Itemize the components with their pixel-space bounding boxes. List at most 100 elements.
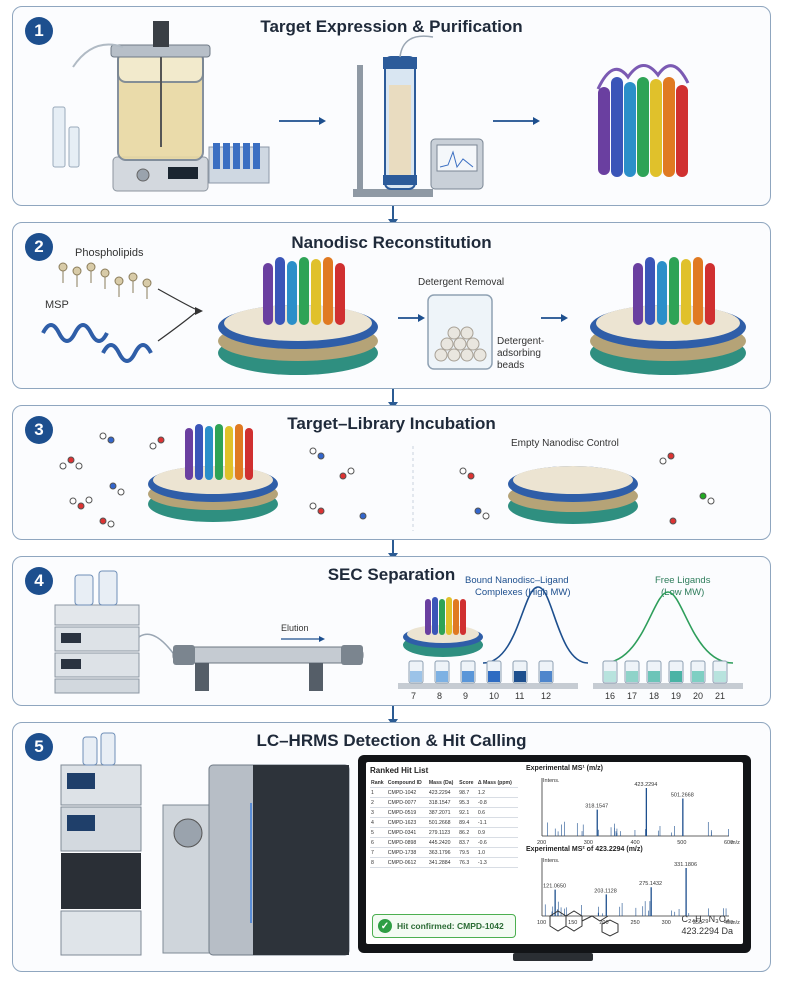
hplc-instrument-icon — [54, 570, 140, 694]
checkmark-icon: ✓ — [378, 919, 392, 933]
free-ligands-label-1: Free Ligands — [655, 575, 711, 586]
ms2-title: Experimental MS² of 423.2294 (m/z) — [526, 846, 643, 853]
detergent-removal-label: Detergent Removal — [418, 277, 505, 288]
fraction-liquid — [648, 671, 660, 682]
hit-confirmed-banner: ✓ Hit confirmed: CMPD-1042 — [372, 914, 516, 938]
nanodisc-with-protein-icon — [218, 257, 378, 375]
sec-column-icon — [138, 633, 364, 691]
panel-title: SEC Separation — [327, 565, 456, 584]
table-cell: 341.2884 — [427, 857, 459, 868]
empty-nanodisc-icon — [508, 466, 638, 524]
flow-connector — [388, 706, 398, 726]
nanodisc-with-protein-icon — [403, 597, 483, 657]
step-2-illustration — [41, 257, 746, 375]
table-cell: 445.2420 — [427, 837, 459, 848]
step-4-panel: 4 SEC Separation Elution Bound Nanodisc–… — [12, 556, 771, 706]
fraction-liquid — [410, 671, 422, 682]
tick-label: 400 — [631, 840, 640, 846]
chemical-structure-icon — [549, 910, 619, 937]
tick-label: 350 — [693, 920, 702, 924]
step-3-illustration — [59, 424, 715, 531]
table-cell: 98.7 — [458, 787, 477, 798]
table-cell: 423.2294 — [427, 787, 459, 798]
step-number-badge: 4 — [25, 567, 53, 595]
fraction-liquid — [604, 671, 616, 682]
step-3-panel: 3 Target–Library Incubation Empty Nanodi… — [12, 405, 771, 540]
elution-label: Elution — [281, 623, 309, 633]
bioreactor-icon — [52, 21, 211, 192]
table-cell: 279.1123 — [427, 827, 459, 838]
free-elution-peak — [602, 591, 734, 664]
hit-list-title: Ranked Hit List — [370, 766, 429, 775]
free-ligands-label-2: (Low MW) — [661, 587, 705, 598]
fraction-number: 21 — [715, 691, 726, 701]
panel-title: Target–Library Incubation — [287, 414, 496, 433]
fraction-liquid — [714, 671, 726, 682]
table-cell: 387.2071 — [427, 807, 459, 818]
fraction-liquid — [540, 671, 552, 682]
tick-label: 600 — [724, 840, 733, 846]
tick-label: 100 — [537, 920, 546, 924]
tick-label: 250 — [631, 920, 640, 924]
step-number-badge: 1 — [25, 17, 53, 45]
msp-helix-icon — [41, 323, 153, 363]
tick-label: 500 — [677, 840, 686, 846]
fraction-number: 10 — [489, 691, 500, 701]
column-header: Rank — [370, 778, 387, 788]
y-axis-label: Intens. — [543, 778, 560, 784]
msp-label: MSP — [45, 299, 69, 311]
table-cell: CMPD-0519 — [386, 807, 428, 818]
column-header: Compound ID — [386, 778, 428, 788]
table-cell: 501.2668 — [427, 817, 459, 828]
table-cell: CMPD-0077 — [386, 797, 428, 808]
tick-label: 200 — [537, 840, 546, 846]
fraction-tubes-right — [602, 660, 728, 684]
fraction-number: 9 — [463, 691, 469, 701]
formula-text: C₂₄H₂₉N₃O₄ — [681, 914, 730, 924]
hit-confirmed-text: Hit confirmed: CMPD-1042 — [397, 921, 504, 931]
column-header: Δ Mass (ppm) — [476, 778, 518, 788]
fraction-liquid — [670, 671, 682, 682]
table-cell: CMPD-1623 — [386, 817, 428, 828]
panel-title: Target Expression & Purification — [260, 17, 523, 36]
fraction-number: 16 — [605, 691, 616, 701]
table-cell: 3 — [370, 807, 387, 818]
table-cell: 2 — [370, 797, 387, 808]
bound-complex-label-1: Bound Nanodisc–Ligand — [465, 575, 569, 586]
peak-label: 203.1128 — [594, 888, 617, 894]
x-axis-label: m/z — [731, 840, 740, 846]
small-molecule-icons — [59, 432, 715, 528]
flow-connector — [388, 206, 398, 226]
beaker-beads-icon — [427, 294, 493, 370]
tick-label: 300 — [662, 920, 671, 924]
y-axis-label: Intens. — [543, 858, 560, 864]
fraction-number: 8 — [437, 691, 443, 701]
tick-label: 150 — [568, 920, 577, 924]
beads-label-3: beads — [497, 360, 525, 371]
table-cell: 89.4 — [458, 817, 477, 828]
table-cell: 92.1 — [458, 807, 477, 818]
peak-label: 331.1806 — [674, 862, 697, 868]
fraction-number: 7 — [411, 691, 417, 701]
table-cell: 363.1796 — [427, 847, 459, 858]
table-cell: CMPD-0612 — [386, 857, 428, 868]
table-cell: -1.1 — [476, 817, 518, 828]
bound-complex-label-2: Complexes (High MW) — [475, 587, 571, 598]
table-cell: 83.7 — [458, 837, 477, 848]
step-4-illustration — [54, 570, 743, 694]
table-cell: 6 — [370, 837, 387, 848]
step-number-badge: 5 — [25, 733, 53, 761]
step-2-panel: 2 Nanodisc Reconstitution Phospholipids … — [12, 222, 771, 389]
table-cell: CMPD-0341 — [386, 827, 428, 838]
column-header: Score — [458, 778, 477, 788]
nanodisc-with-protein-icon — [148, 424, 278, 522]
table-cell: CMPD-1738 — [386, 847, 428, 858]
fraction-liquid — [488, 671, 500, 682]
